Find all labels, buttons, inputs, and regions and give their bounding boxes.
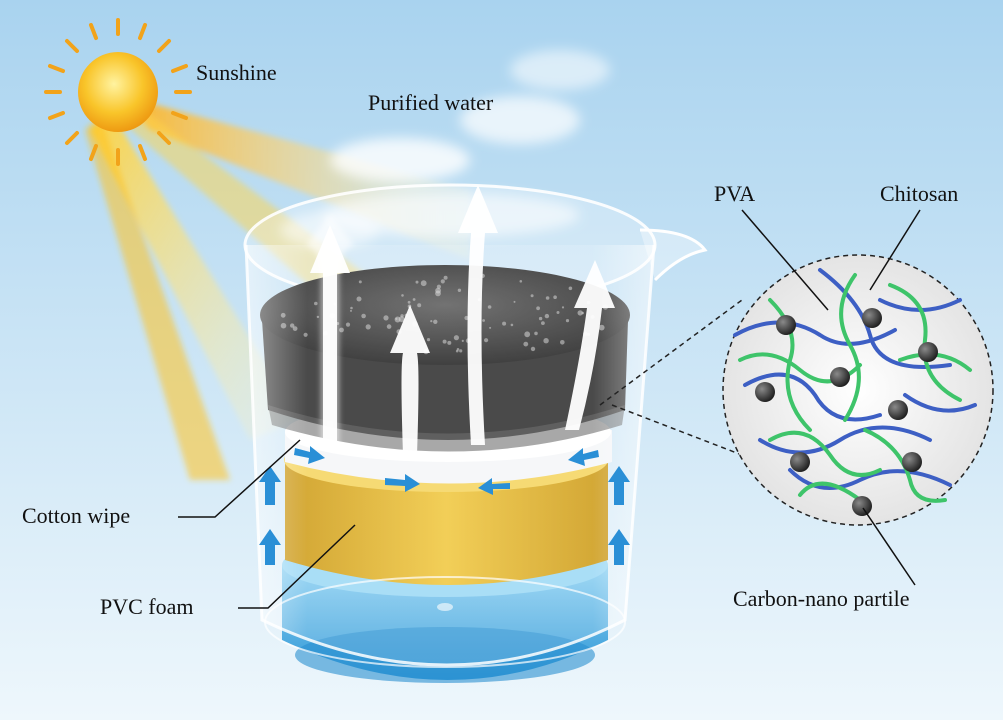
inset-magnified-view bbox=[722, 254, 994, 526]
carbon-particle bbox=[902, 452, 922, 472]
arrow-up-icon bbox=[306, 215, 354, 445]
arrow-icon bbox=[294, 446, 325, 464]
chitosan-fibers bbox=[738, 273, 972, 503]
carbon-leader bbox=[862, 507, 916, 586]
arrow-icon bbox=[568, 448, 599, 466]
beaker-spout bbox=[639, 228, 708, 282]
arrow-up-icon bbox=[565, 260, 615, 430]
beaker-base-dimple bbox=[437, 603, 453, 611]
leader-lines bbox=[178, 209, 921, 609]
vapor-arrows bbox=[306, 185, 615, 455]
carbon-particles bbox=[755, 308, 938, 516]
carbon-nano-label: Carbon-nano partile bbox=[733, 586, 910, 611]
carbon-particle bbox=[862, 308, 882, 328]
carbon-particle bbox=[918, 342, 938, 362]
beaker-glass bbox=[244, 244, 656, 667]
carbon-particle bbox=[888, 400, 908, 420]
sunshine-label: Sunshine bbox=[196, 60, 277, 85]
pvc-leader bbox=[238, 524, 356, 609]
arrow-up-icon bbox=[458, 185, 498, 445]
vapor-cloud bbox=[280, 50, 610, 248]
arrow-icon bbox=[385, 474, 420, 492]
carbon-particle bbox=[852, 496, 872, 516]
arrow-icon bbox=[608, 466, 630, 505]
pva-label: PVA bbox=[714, 181, 756, 206]
flow-arrows bbox=[259, 446, 630, 565]
cotton-leader bbox=[178, 439, 301, 518]
pvc-foam-label: PVC foam bbox=[100, 594, 194, 619]
cotton-wipe-label: Cotton wipe bbox=[22, 503, 131, 528]
arrow-up-icon bbox=[390, 305, 430, 455]
purified-water-label: Purified water bbox=[368, 90, 494, 115]
chitosan-leader bbox=[869, 209, 921, 291]
beaker-bottom bbox=[264, 576, 626, 668]
arrow-icon bbox=[259, 529, 281, 565]
carbon-particle bbox=[755, 382, 775, 402]
chitosan-label: Chitosan bbox=[880, 181, 959, 206]
arrow-icon bbox=[259, 466, 281, 505]
zoom-connector bbox=[599, 299, 743, 456]
arrow-icon bbox=[608, 529, 630, 565]
arrow-icon bbox=[478, 478, 510, 495]
pva-fibers bbox=[733, 268, 977, 490]
carbon-particle bbox=[790, 452, 810, 472]
pva-leader bbox=[741, 209, 829, 311]
carbon-particle bbox=[776, 315, 796, 335]
carbon-particle bbox=[830, 367, 850, 387]
sun-icon bbox=[44, 18, 192, 166]
